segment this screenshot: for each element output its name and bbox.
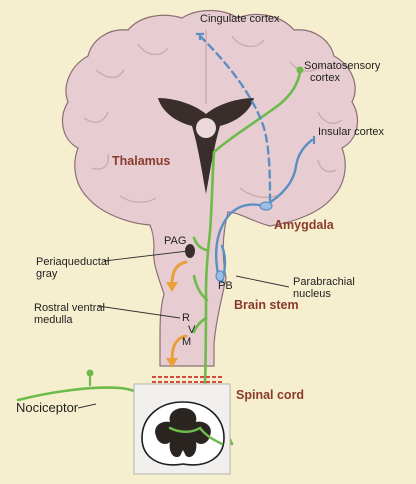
thalamus-label: Thalamus <box>112 154 171 168</box>
periaqueductal-gray-label-line-2: gray <box>36 268 58 280</box>
rvm-r-label: R <box>182 312 190 324</box>
spinal-cord-label: Spinal cord <box>236 388 305 402</box>
rostral-ventral-medulla-label-line-2: medulla <box>34 314 73 326</box>
amygdala-node <box>259 201 273 211</box>
lateral-ventricles <box>158 98 254 194</box>
rvm-down-arrowhead <box>166 358 178 368</box>
leader-lines <box>77 250 290 409</box>
parabrachial-nucleus-label-line-1: Parabrachial <box>293 276 355 288</box>
brain-stem-label: Brain stem <box>234 298 299 312</box>
cingulate-cortex-label: Cingulate cortex <box>200 13 280 25</box>
insular-cortex-label: Insular cortex <box>318 126 385 138</box>
nociceptor-label: Nociceptor <box>16 400 79 415</box>
parabrachial-nucleus-label-line-2: nucleus <box>293 288 331 300</box>
somatosensory-cortex-label-line-1: Somatosensory <box>304 60 381 72</box>
pag-label: PAG <box>164 235 187 247</box>
cingulate-terminal <box>196 32 204 40</box>
rvm-v-label: V <box>188 324 196 336</box>
pag-marker <box>185 244 195 258</box>
rostral-ventral-medulla-label-line-1: Rostral ventral <box>34 302 105 314</box>
pb-label: PB <box>218 280 233 292</box>
descending-pathways <box>170 260 188 362</box>
spinal-crossing-fiber <box>168 426 224 446</box>
third-ventricle <box>196 118 216 138</box>
brain-folds <box>83 30 343 203</box>
nociceptor-ending <box>86 369 94 377</box>
affective-pathways <box>198 34 314 284</box>
pb-node <box>215 270 225 282</box>
somatosensory-cortex-label-line-2: cortex <box>310 72 340 84</box>
amygdala-label: Amygdala <box>274 218 334 232</box>
periaqueductal-gray-label-line-1: Periaqueductal <box>36 256 110 268</box>
pag-down-arrowhead <box>166 282 178 292</box>
somatosensory-terminal <box>296 66 304 74</box>
rvm-m-label: M <box>182 336 192 348</box>
